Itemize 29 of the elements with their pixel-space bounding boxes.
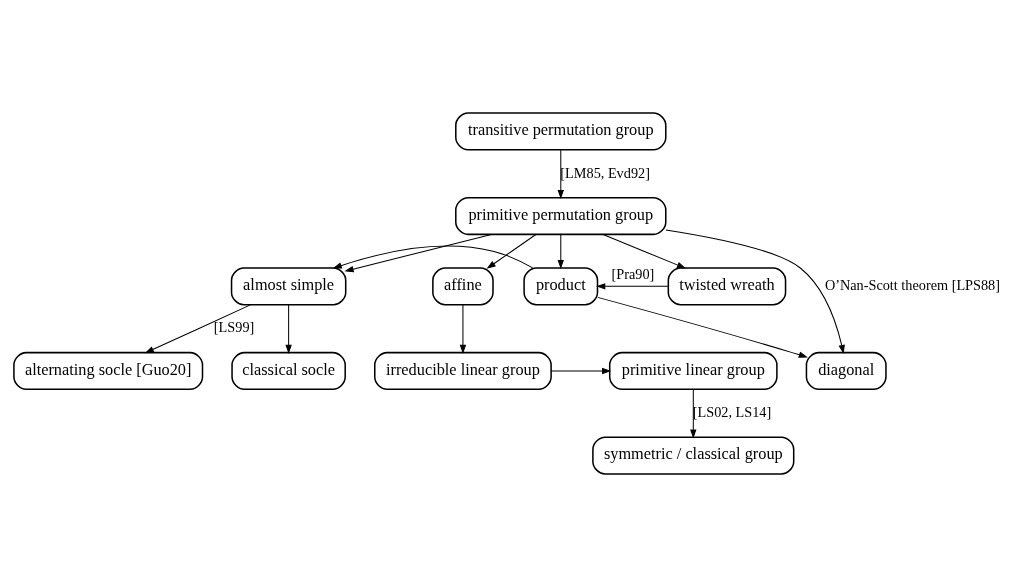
arrow [343,233,492,273]
edge-label: O’Nan-Scott theorem [LPS88] [824,277,1000,294]
arrow [557,234,564,270]
arrow [284,304,292,354]
node-box: primitive permutation group [454,196,667,236]
node-box: affine [431,267,494,306]
node-box: product [522,267,598,306]
node-box: almost simple [230,267,346,306]
node-box: diagonal [805,351,887,391]
arrow [459,304,466,354]
arrow [664,229,845,355]
node-box: transitive permutation group [454,112,667,151]
node-box: classical socle [230,351,346,391]
arrow [602,233,686,269]
arrow [550,367,611,375]
arrow [486,233,536,269]
arrow [144,304,251,354]
node-box: alternating socle [Guo20] [12,351,203,391]
edge-label: [LS99] [213,319,254,336]
node-box: symmetric / classical group [591,436,794,475]
arrow [596,296,808,358]
edge-label: [LM85, Evd92] [559,164,650,181]
node-box: primitive linear group [608,351,778,391]
arrow [595,283,669,290]
node-box: twisted wreath [667,267,786,306]
edge-label: [Pra90] [611,266,654,283]
arrow [557,149,564,200]
arrow [332,245,533,269]
node-box: irreducible linear group [373,351,552,391]
